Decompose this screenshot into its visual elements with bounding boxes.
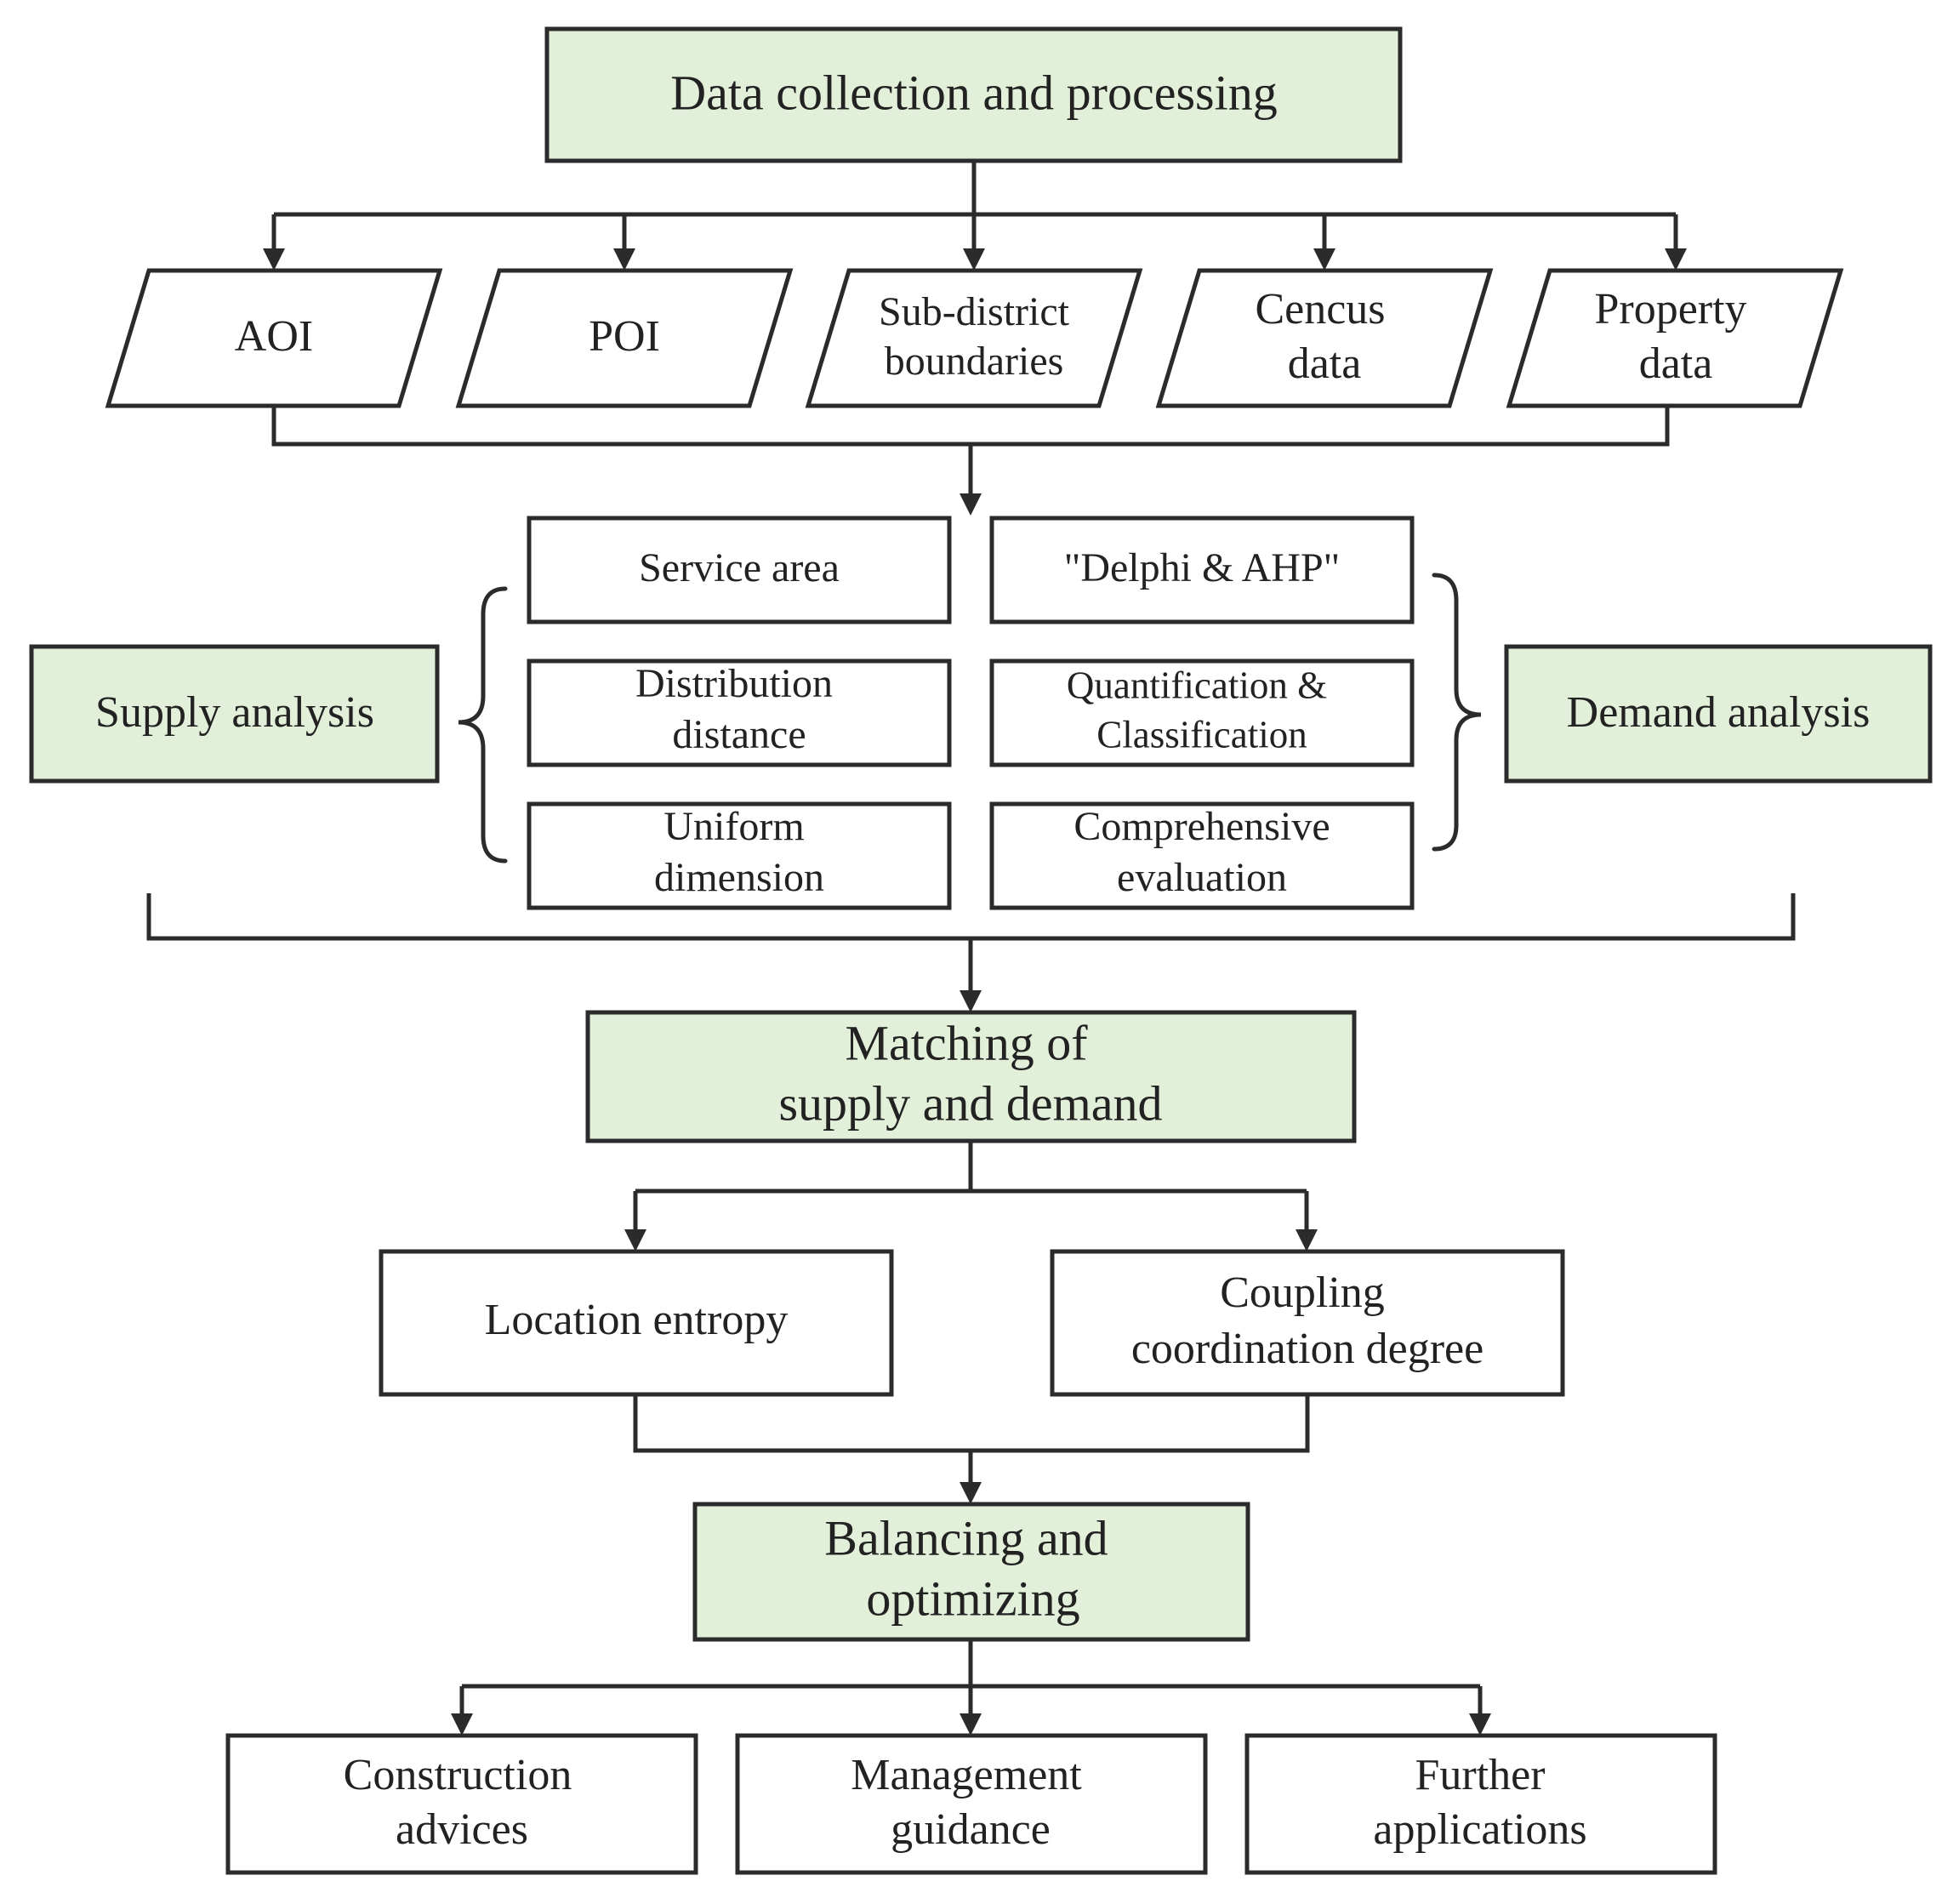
outcome-construction-line2: advices xyxy=(396,1805,528,1854)
stage-matching-line1: Matching of xyxy=(845,1015,1088,1070)
data-source-poi-label: POI xyxy=(589,312,660,361)
method-comprehensive-line1: Comprehensive xyxy=(1073,804,1330,849)
method-distribution-line2: distance xyxy=(672,712,806,757)
method-quantification-classification: Quantification & Classification xyxy=(989,658,1415,767)
stage-balancing-line1: Balancing and xyxy=(824,1510,1108,1565)
method-delphi-ahp-label: "Delphi & AHP" xyxy=(1064,545,1341,590)
outcome-management-line1: Management xyxy=(851,1751,1082,1799)
method-comprehensive-line2: evaluation xyxy=(1117,855,1287,900)
outcome-further-line1: Further xyxy=(1415,1751,1545,1799)
outcome-management-guidance: Management guidance xyxy=(735,1733,1208,1875)
data-source-poi: POI xyxy=(455,268,794,408)
supply-brace xyxy=(458,586,508,864)
stage-data-collection: Data collection and processing xyxy=(544,26,1403,163)
method-quantification-line2: Classification xyxy=(1096,713,1307,755)
supply-analysis: Supply analysis xyxy=(29,644,440,784)
method-uniform-line2: dimension xyxy=(654,855,824,900)
stage-matching-line2: supply and demand xyxy=(778,1075,1162,1131)
method-service-area: Service area xyxy=(527,516,952,624)
method-quantification-line1: Quantification & xyxy=(1067,664,1327,706)
data-source-property-line2: data xyxy=(1639,339,1713,388)
method-comprehensive-evaluation: Comprehensive evaluation xyxy=(989,801,1415,910)
outcome-management-line2: guidance xyxy=(891,1805,1051,1854)
method-service-area-label: Service area xyxy=(639,545,840,590)
supply-analysis-label: Supply analysis xyxy=(95,688,374,737)
demand-analysis-label: Demand analysis xyxy=(1567,688,1871,737)
method-coupling-line2: coordination degree xyxy=(1131,1325,1483,1373)
method-uniform-line1: Uniform xyxy=(663,804,804,849)
data-source-property-data: Property data xyxy=(1506,268,1844,408)
outcome-further-applications: Further applications xyxy=(1244,1733,1717,1875)
method-coupling-coordination-degree: Coupling coordination degree xyxy=(1050,1249,1565,1397)
stage-data-collection-label: Data collection and processing xyxy=(670,65,1277,120)
data-source-census-line2: data xyxy=(1288,339,1362,388)
data-source-census-data: Cencus data xyxy=(1155,268,1494,408)
connectors xyxy=(146,162,1796,1736)
data-source-census-line1: Cencus xyxy=(1255,285,1385,333)
method-coupling-line1: Coupling xyxy=(1220,1268,1385,1317)
stage-matching: Matching of supply and demand xyxy=(585,1010,1357,1143)
stage-balancing-line2: optimizing xyxy=(866,1571,1079,1626)
data-source-property-line1: Property xyxy=(1594,285,1746,333)
method-location-entropy: Location entropy xyxy=(379,1249,894,1397)
data-source-sub-district-boundaries: Sub-district boundaries xyxy=(805,268,1143,408)
outcome-construction-line1: Construction xyxy=(344,1751,572,1799)
method-distribution-distance: Distribution distance xyxy=(527,658,952,767)
method-location-entropy-label: Location entropy xyxy=(485,1296,789,1344)
stage-balancing: Balancing and optimizing xyxy=(692,1502,1250,1642)
method-delphi-ahp: "Delphi & AHP" xyxy=(989,516,1415,624)
method-distribution-line1: Distribution xyxy=(635,661,833,706)
demand-analysis: Demand analysis xyxy=(1504,644,1933,784)
outcome-further-line2: applications xyxy=(1373,1805,1586,1854)
method-uniform-dimension: Uniform dimension xyxy=(527,801,952,910)
outcome-construction-advices: Construction advices xyxy=(225,1733,698,1875)
data-source-aoi: AOI xyxy=(105,268,443,408)
data-source-sub-district-line1: Sub-district xyxy=(879,289,1070,334)
demand-brace xyxy=(1432,573,1482,852)
data-source-sub-district-line2: boundaries xyxy=(885,339,1064,384)
data-source-aoi-label: AOI xyxy=(235,312,313,361)
